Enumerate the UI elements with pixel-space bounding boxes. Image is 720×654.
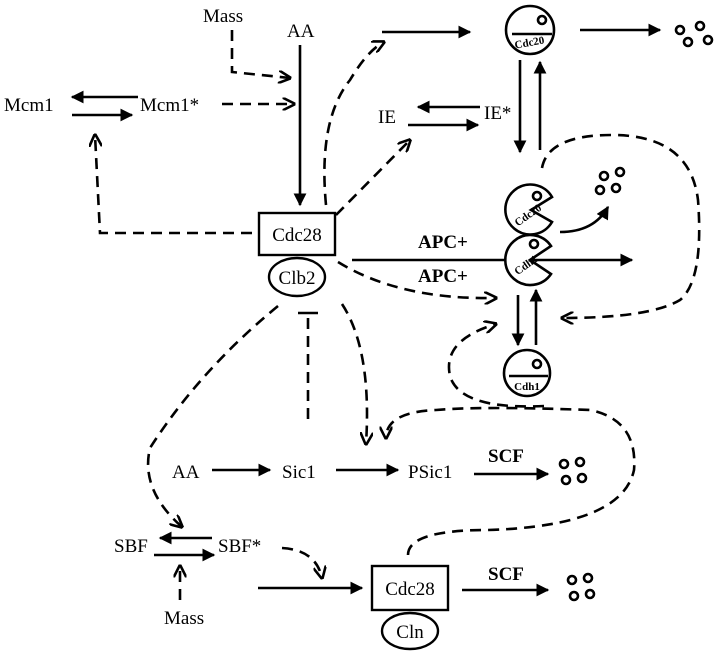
dashed-mass-to-aa-arrow <box>230 30 290 78</box>
dashed-cdc28-to-mcm1-arrow <box>95 135 252 235</box>
degradation-icon-top <box>674 20 714 48</box>
dashed-cdc28-to-cdh1-arrow <box>337 260 496 298</box>
degradation-icon-psic1 <box>558 456 588 486</box>
dashed-cln-to-cdh1-psic1-arrow <box>386 406 636 556</box>
cln-label: Cln <box>396 622 424 643</box>
arrow-cdc20-degradation-curve <box>559 205 610 234</box>
cdh1-inactive-node: Cdh1 <box>502 348 552 398</box>
mcm1-star-label: Mcm1* <box>140 95 199 116</box>
cdc20-active-node: Cdc20 <box>504 183 554 236</box>
clb2-label: Clb2 <box>279 268 316 289</box>
cdc28-cln-complex: Cdc28 Cln <box>370 564 450 651</box>
cdc28-clb2-complex: Cdc28 Clb2 <box>257 211 337 298</box>
dashed-cdc28-to-sbf-arrow <box>146 304 279 527</box>
cdc20-inactive-node: Cdc20 <box>504 4 556 56</box>
mass-top-label: Mass <box>203 6 243 27</box>
scf-lower-label: SCF <box>488 564 524 585</box>
dashed-cdc28-to-cdc20-arrow <box>323 42 384 206</box>
apc-lower-label: APC+ <box>418 266 468 287</box>
sbf-star-label: SBF* <box>218 536 261 557</box>
cdh1-active-node: Cdh1 <box>504 233 553 287</box>
dashed-to-cdh1-loop-arrow <box>447 324 545 408</box>
aa-bottom-label: AA <box>172 462 200 483</box>
sbf-label: SBF <box>114 536 148 557</box>
degradation-icon-cln <box>566 572 596 602</box>
dashed-cdc28-to-ie-arrow <box>335 140 410 216</box>
ie-label: IE <box>378 107 396 128</box>
mcm1-label: Mcm1 <box>4 95 54 116</box>
psic1-label: PSic1 <box>408 462 452 483</box>
sic1-label: Sic1 <box>282 462 316 483</box>
apc-upper-label: APC+ <box>418 232 468 253</box>
cdc28-lower-label: Cdc28 <box>385 579 435 600</box>
cdc28-main-label: Cdc28 <box>272 225 322 246</box>
ie-star-label: IE* <box>484 103 511 124</box>
cdh1-inactive-label: Cdh1 <box>514 381 540 393</box>
dashed-cdc20-to-cdh1-arrow <box>540 133 701 318</box>
degradation-icon-apc <box>594 166 626 196</box>
mass-bottom-label: Mass <box>164 608 204 629</box>
aa-top-label: AA <box>287 21 315 42</box>
dashed-sbfstar-to-cln-arrow <box>281 546 322 578</box>
cdc20-top-label: Cdc20 <box>514 34 546 51</box>
dashed-cdc28-to-psic1-arrow <box>340 303 367 444</box>
scf-upper-label: SCF <box>488 446 524 467</box>
